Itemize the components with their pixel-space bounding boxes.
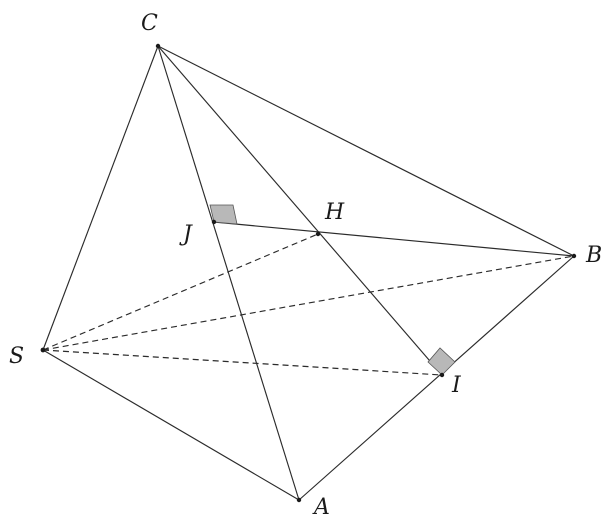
edge-CB — [157, 45, 575, 257]
edge-CI — [157, 45, 443, 376]
vertex-B — [571, 253, 577, 259]
edge-JB — [213, 221, 575, 257]
right-angle-marker-I — [427, 347, 456, 376]
vertex-C — [155, 43, 161, 49]
vertices — [40, 43, 577, 503]
edge-SA — [42, 349, 300, 501]
edge-SI — [42, 349, 443, 376]
dashed-edges — [42, 233, 575, 376]
label-C: C — [141, 11, 158, 36]
label-I: I — [451, 373, 462, 398]
label-J: J — [179, 222, 193, 247]
vertex-I — [439, 372, 445, 378]
label-S: S — [9, 344, 24, 369]
edge-AB — [298, 255, 575, 501]
vertex-H — [315, 231, 321, 237]
label-H: H — [324, 200, 345, 225]
label-A: A — [312, 495, 330, 520]
edge-SB — [42, 255, 575, 351]
edge-SH — [42, 233, 319, 351]
right-angle-marker-J — [209, 204, 238, 225]
edge-CS — [42, 45, 159, 351]
label-B: B — [585, 243, 602, 268]
vertex-S — [40, 347, 46, 353]
edge-CA — [157, 45, 300, 501]
vertex-J — [211, 219, 217, 225]
labels: C H J B S I A — [9, 11, 602, 520]
solid-edges — [42, 45, 575, 501]
vertex-A — [296, 497, 302, 503]
